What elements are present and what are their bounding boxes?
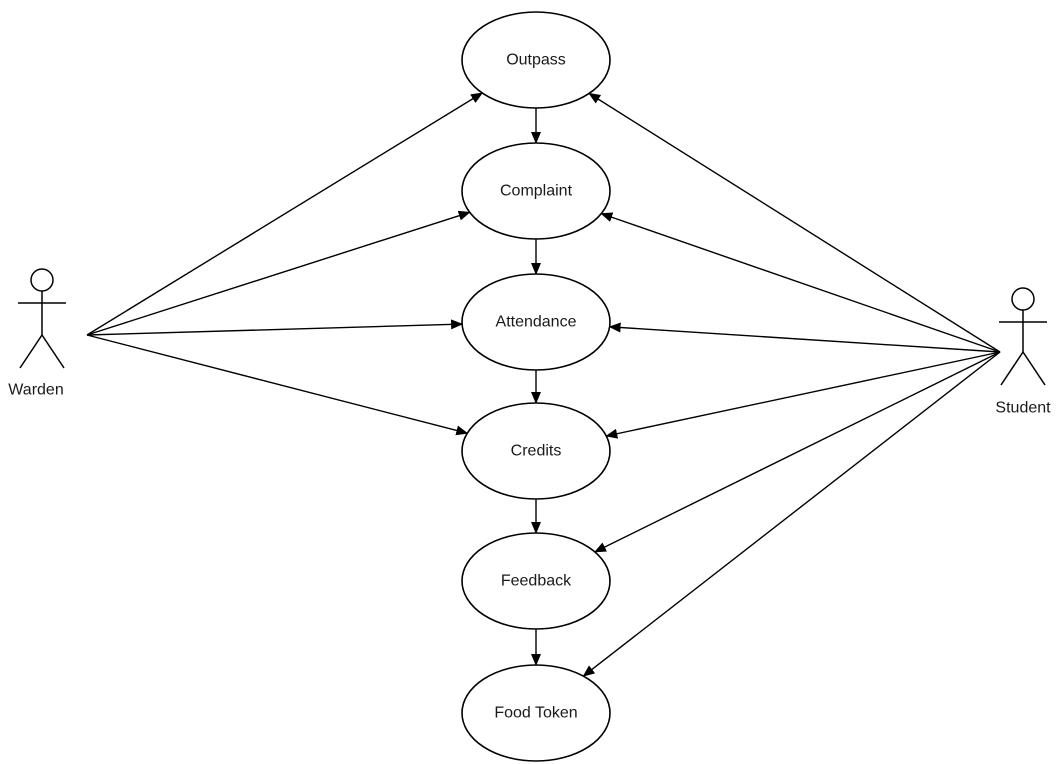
- relation-arrow-student-to-outpass: [588, 92, 1001, 353]
- stick-figure-icon: [999, 287, 1047, 386]
- use-case-food-token[interactable]: Food Token: [461, 664, 611, 762]
- relation-arrow-warden-to-outpass: [86, 92, 484, 336]
- relation-arrow-student-to-credits: [605, 351, 1001, 439]
- actor-label: Student: [995, 400, 1051, 417]
- use-case-label: Complaint: [500, 183, 573, 200]
- relation-arrow-warden-to-credits: [86, 334, 469, 436]
- actor-label: Warden: [8, 382, 63, 399]
- relation-arrow-student-to-feedback: [594, 351, 1001, 553]
- use-case-label: Credits: [511, 443, 562, 460]
- relation-arrow-warden-to-attendance: [86, 319, 464, 336]
- use-case-credits[interactable]: Credits: [461, 402, 611, 500]
- use-case-label: Attendance: [496, 314, 577, 331]
- actor-student[interactable]: Student: [995, 287, 1051, 417]
- use-case-label: Food Token: [494, 705, 577, 722]
- relation-arrow-student-to-complaint: [600, 212, 1001, 353]
- use-case-feedback[interactable]: Feedback: [461, 532, 611, 630]
- use-case-complaint[interactable]: Complaint: [461, 142, 611, 240]
- actor-warden[interactable]: Warden: [8, 268, 66, 399]
- relation-arrow-student-to-food_token: [582, 351, 1001, 677]
- relation-arrow-warden-to-complaint: [86, 210, 471, 336]
- relations-layer: [86, 92, 1001, 677]
- stick-figure-icon: [18, 268, 66, 369]
- use-case-attendance[interactable]: Attendance: [461, 273, 611, 371]
- use-case-label: Outpass: [506, 52, 566, 69]
- use-case-label: Feedback: [501, 573, 572, 590]
- relation-arrow-student-to-attendance: [608, 322, 1001, 353]
- use-case-outpass[interactable]: Outpass: [461, 11, 611, 109]
